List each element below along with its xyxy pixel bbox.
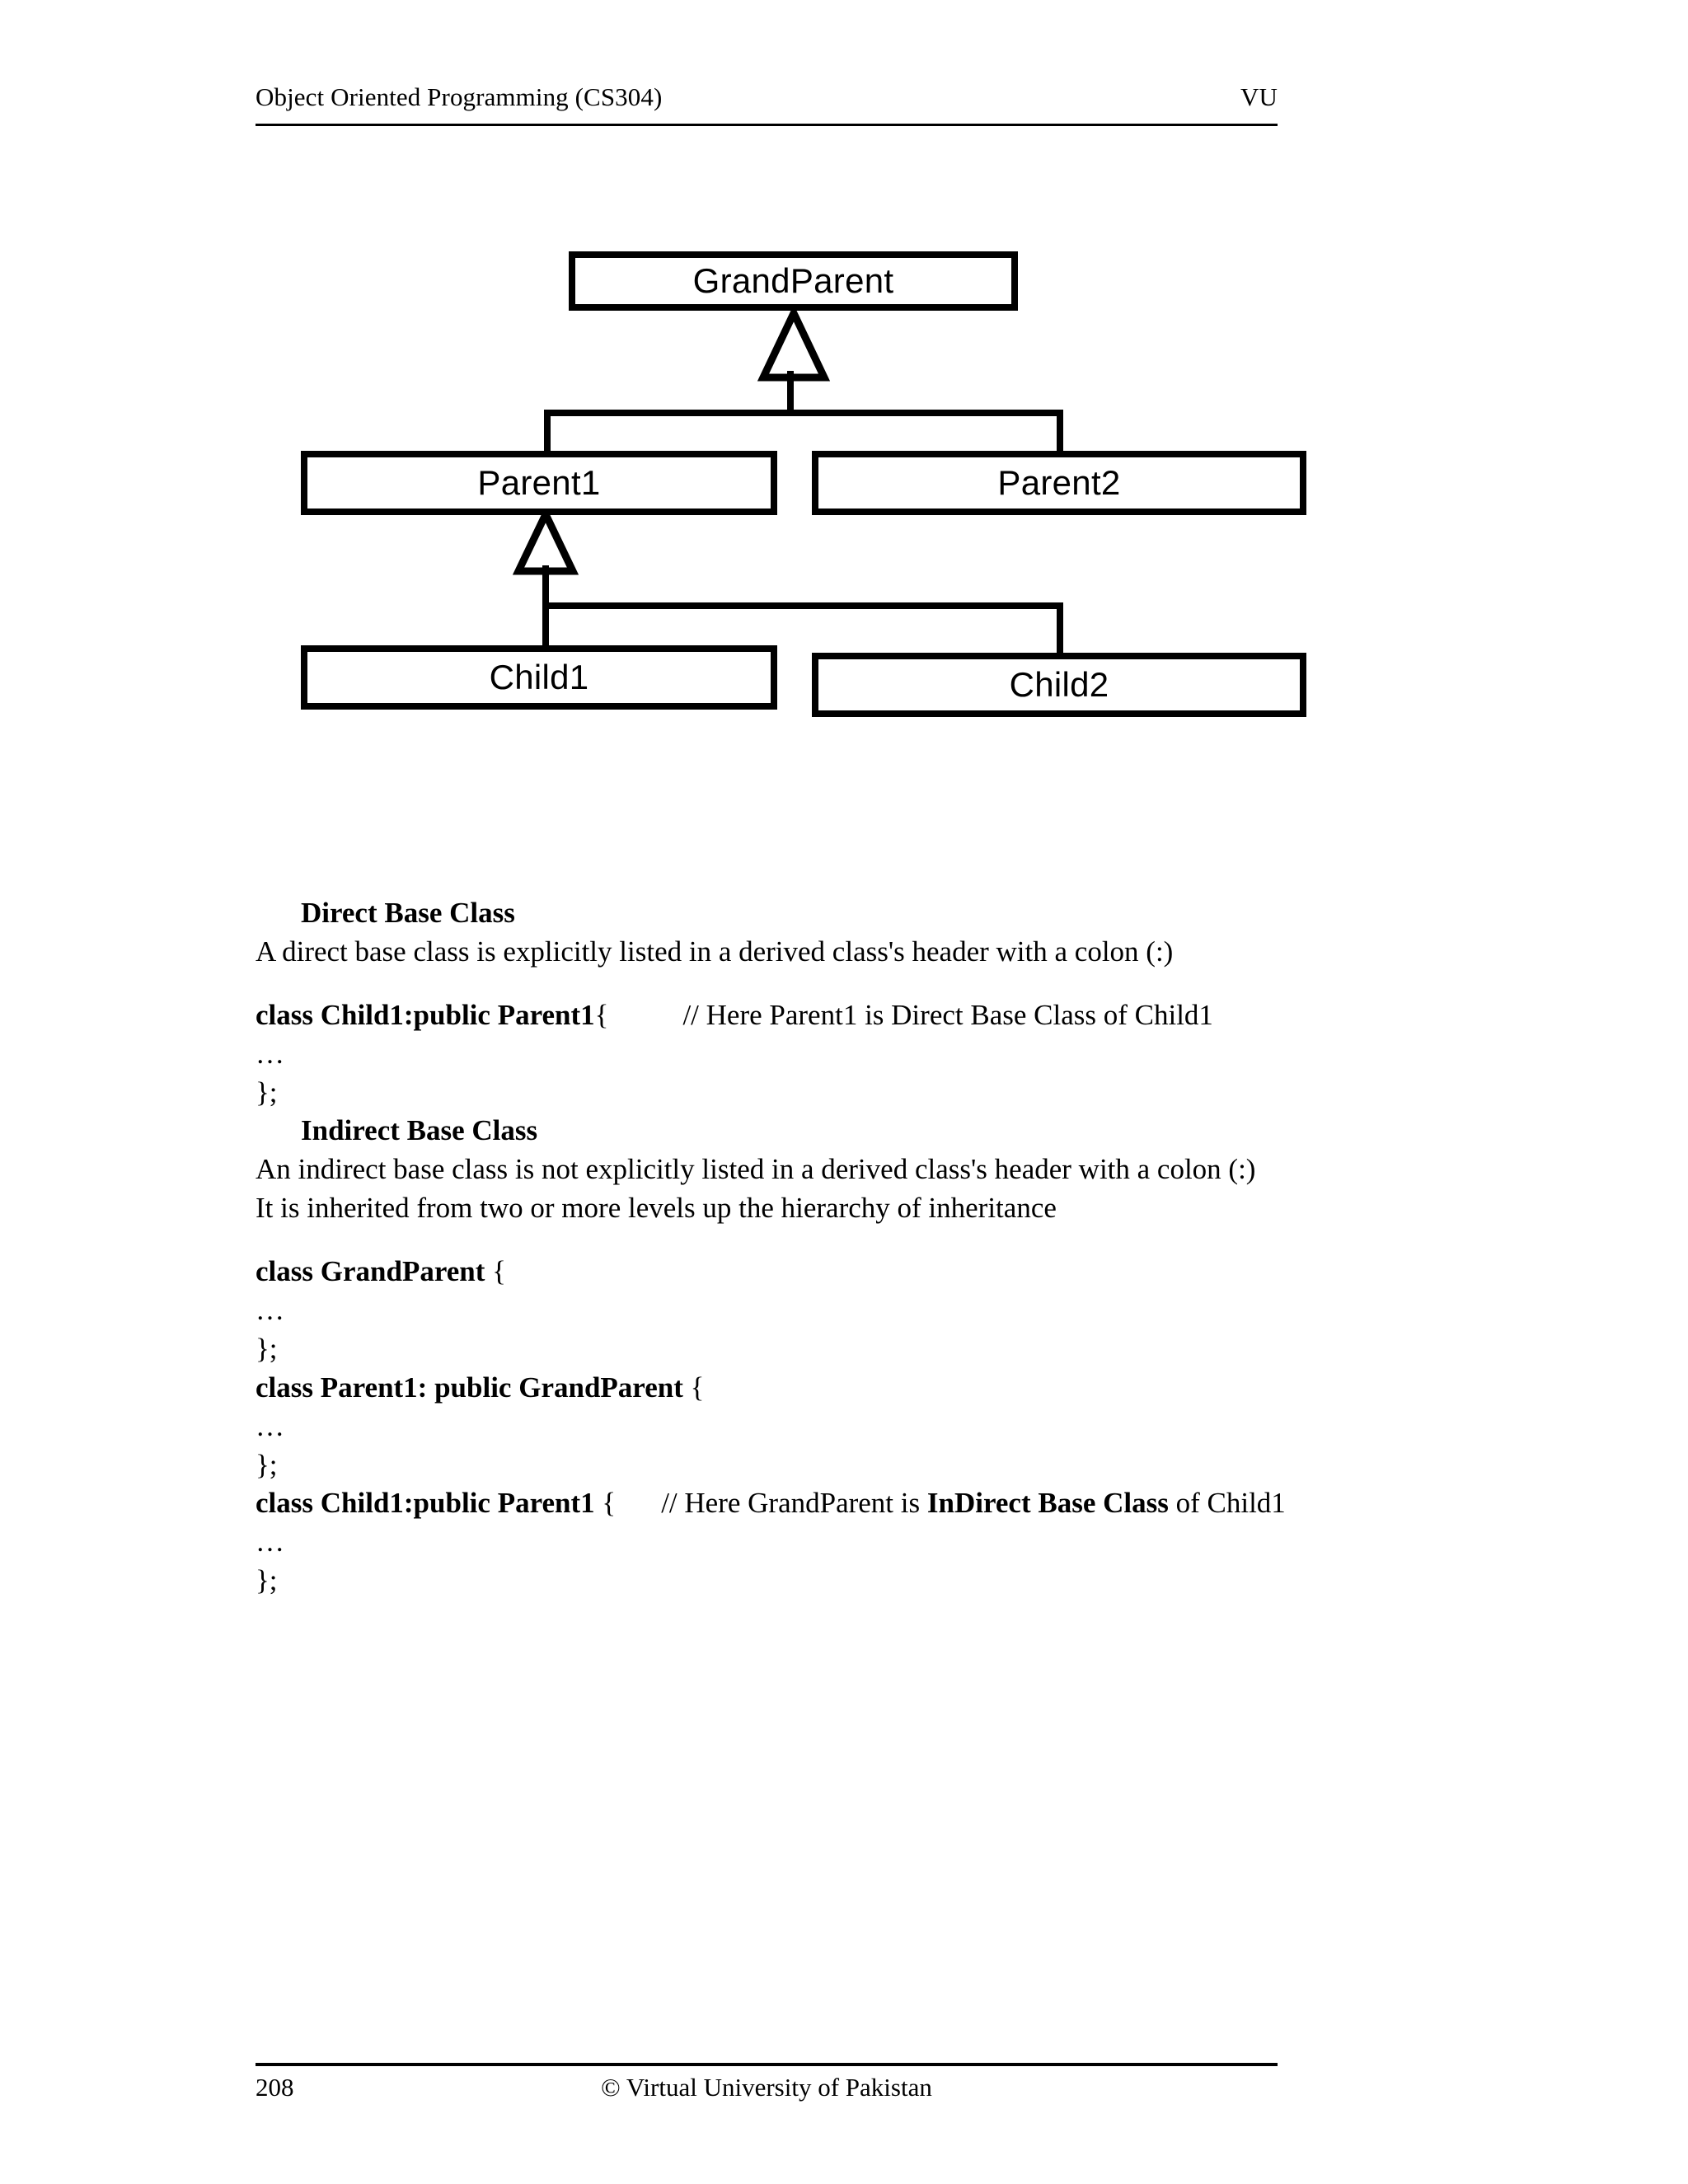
footer-divider [256, 2063, 1278, 2066]
code-brace-open: { [492, 1255, 506, 1288]
code-brace-open: { [602, 1487, 617, 1520]
uml-class-child1[interactable]: Child1 [301, 645, 777, 710]
paragraph-indirect-base-class-1: An indirect base class is not explicitly… [256, 1153, 1256, 1186]
code-decl-parent1: class Parent1: public GrandParent [256, 1371, 683, 1404]
connector-children-bus [542, 602, 1063, 609]
code-line-close-3: }; [256, 1448, 278, 1481]
code-comment-indirect-pre: // Here GrandParent is [661, 1487, 927, 1520]
code-decl-child1: class Child1:public Parent1 [256, 998, 595, 1031]
header-divider [256, 124, 1278, 126]
connector-parents-bus [544, 410, 1063, 416]
code-line-ellipsis-1: … [256, 1037, 284, 1070]
connector-bus-to-parent2 [1057, 410, 1063, 455]
code-line-parent1-decl: class Parent1: public GrandParent { [256, 1369, 1290, 1408]
code-line-child1-decl: class Child1:public Parent1{ // Here Pare… [256, 996, 1290, 1035]
code-comment-indirect-emphasis: InDirect Base Class [926, 1487, 1169, 1520]
uml-class-grandparent-label: GrandParent [692, 261, 894, 300]
code-decl-grandparent: class GrandParent [256, 1255, 485, 1288]
code-block-direct: class Child1:public Parent1{ // Here Pare… [256, 996, 1290, 1113]
body-content: Direct Base Class A direct base class is… [256, 894, 1290, 1601]
connector-bus-to-child2 [1057, 602, 1063, 657]
connector-bus-to-parent1 [544, 410, 551, 455]
uml-class-grandparent[interactable]: GrandParent [569, 251, 1018, 311]
uml-class-parent2[interactable]: Parent2 [812, 451, 1306, 515]
code-block-indirect: class GrandParent { … }; class Parent1: … [256, 1253, 1290, 1601]
code-decl-child1-indirect: class Child1:public Parent1 [256, 1487, 595, 1520]
code-line-ellipsis-4: … [256, 1526, 284, 1558]
code-brace-open: { [594, 998, 609, 1031]
paragraph-direct-base-class: A direct base class is explicitly listed… [256, 935, 1174, 968]
header-course-title: Object Oriented Programming (CS304) [256, 82, 663, 111]
paragraph-indirect-base-class-2: It is inherited from two or more levels … [256, 1192, 1057, 1225]
uml-class-child2-label: Child2 [1009, 665, 1109, 704]
code-line-close-4: }; [256, 1564, 278, 1597]
code-line-ellipsis-3: … [256, 1409, 284, 1442]
page-header: Object Oriented Programming (CS304) VU [256, 82, 1278, 112]
spacer [256, 1228, 1290, 1253]
connector-child-stem [542, 565, 549, 608]
code-line-grandparent-decl: class GrandParent { [256, 1253, 1290, 1291]
heading-direct-base-class: Direct Base Class [301, 897, 515, 929]
header-organization: VU [1240, 82, 1278, 111]
footer-copyright: © Virtual University of Pakistan [601, 2073, 932, 2102]
code-line-ellipsis-2: … [256, 1294, 284, 1327]
generalization-arrow-to-grandparent-icon [757, 310, 831, 382]
connector-grandparent-stem [787, 371, 794, 414]
uml-class-parent1-label: Parent1 [477, 463, 601, 502]
uml-class-parent1[interactable]: Parent1 [301, 451, 777, 515]
uml-class-diagram: GrandParent Parent1 Parent2 Child1 Child… [0, 0, 1688, 824]
code-line-child1-indirect: class Child1:public Parent1 { // Here Gra… [256, 1484, 1290, 1523]
heading-indirect-base-class: Indirect Base Class [301, 1114, 538, 1147]
uml-class-child2[interactable]: Child2 [812, 653, 1306, 717]
connector-bus-to-child1 [542, 602, 549, 650]
code-line-close-2: }; [256, 1332, 278, 1365]
spacer [256, 972, 1290, 996]
code-comment-direct: // Here Parent1 is Direct Base Class of … [682, 998, 1213, 1031]
uml-class-child1-label: Child1 [489, 658, 589, 696]
footer-page-number: 208 [256, 2073, 294, 2102]
code-comment-indirect-post: of Child1 [1168, 1487, 1286, 1520]
code-brace-open: { [690, 1371, 705, 1404]
code-line-close-1: }; [256, 1076, 278, 1108]
uml-class-parent2-label: Parent2 [997, 463, 1121, 502]
